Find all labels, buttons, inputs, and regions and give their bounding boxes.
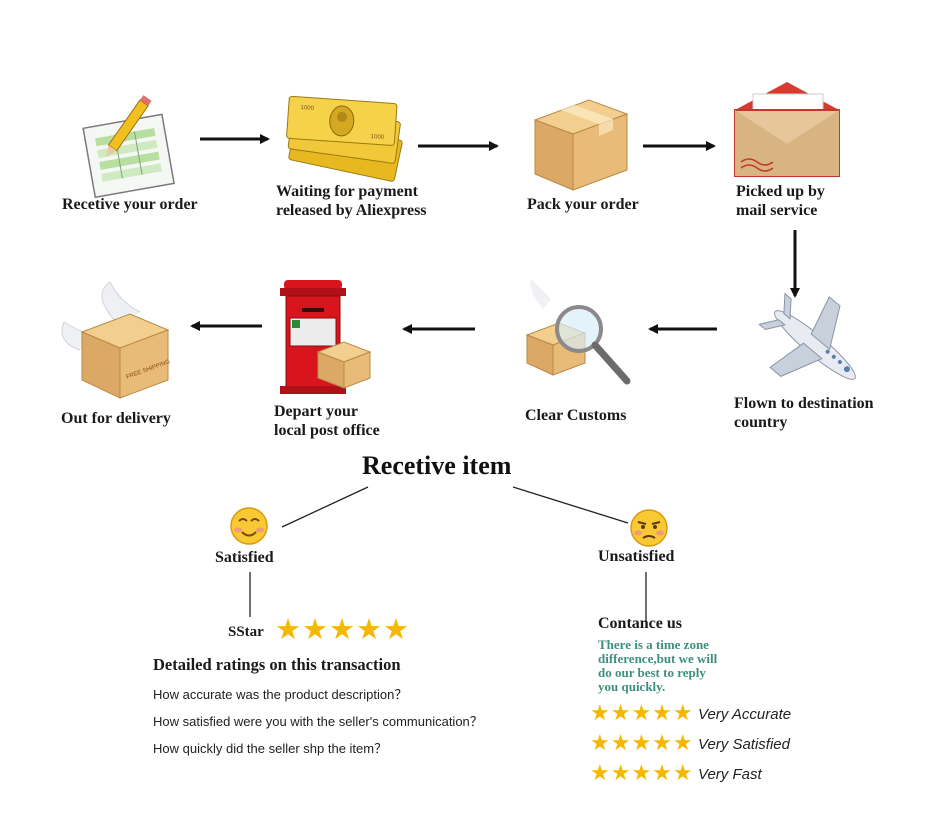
note-line: you quickly. (598, 679, 666, 694)
satisfied-label: Satisfied (215, 549, 274, 566)
note-line: do our best to reply (598, 665, 706, 680)
svg-text:1000: 1000 (300, 105, 314, 112)
step-label-picked-up: Picked up by mail service (736, 182, 825, 220)
step-label-clear-customs: Clear Customs (525, 407, 627, 424)
rating-text-accurate: Very Accurate (698, 706, 792, 723)
sstar-rating-stars: ★★★★★ (275, 614, 410, 646)
branch-line-left (281, 486, 369, 528)
step-label-line: Waiting for payment (276, 183, 418, 200)
contact-us-label: Contance us (598, 615, 683, 632)
step-label-line: Flown to destination (734, 395, 874, 412)
step-label-pack-order: Pack your order (527, 196, 639, 213)
step-label-line: mail service (736, 202, 818, 219)
sstar-label: SStar (228, 624, 264, 640)
unsatisfied-label: Unsatisfied (598, 548, 675, 565)
step-label-line: released by Aliexpress (276, 202, 427, 219)
detailed-ratings-title: Detailed ratings on this transaction (153, 655, 401, 674)
question-shipping-speed: How quickly did the seller shp the item？ (153, 741, 388, 756)
step-label-waiting-payment: Waiting for payment released by Aliexpre… (276, 182, 427, 220)
note-line: difference,but we will (598, 651, 718, 666)
branch-line-right (512, 486, 629, 524)
step-label-line: Depart your (274, 403, 358, 420)
rating-stars-accurate: ★★★★★ (590, 700, 694, 725)
step-label-flown: Flown to destination country (734, 394, 874, 432)
step-label-receive-order: Recetive your order (62, 196, 198, 213)
rating-text-fast: Very Fast (698, 766, 762, 783)
step-label-depart-post-office: Depart your local post office (274, 402, 380, 440)
note-line: There is a time zone (598, 637, 709, 652)
receive-item-title: Recetive item (362, 451, 512, 480)
step-label-line: local post office (274, 422, 380, 439)
step-label-line: Picked up by (736, 183, 825, 200)
question-communication: How satisfied were you with the seller's… (153, 714, 483, 729)
svg-text:1000: 1000 (371, 134, 385, 141)
question-accuracy: How accurate was the product description… (153, 687, 408, 702)
step-label-line: country (734, 414, 788, 431)
time-zone-note: There is a time zone difference,but we w… (598, 638, 717, 694)
rating-stars-fast: ★★★★★ (590, 760, 694, 785)
rating-text-satisfied: Very Satisfied (698, 736, 790, 753)
rating-stars-satisfied: ★★★★★ (590, 730, 694, 755)
step-label-out-for-delivery: Out for delivery (61, 410, 171, 427)
